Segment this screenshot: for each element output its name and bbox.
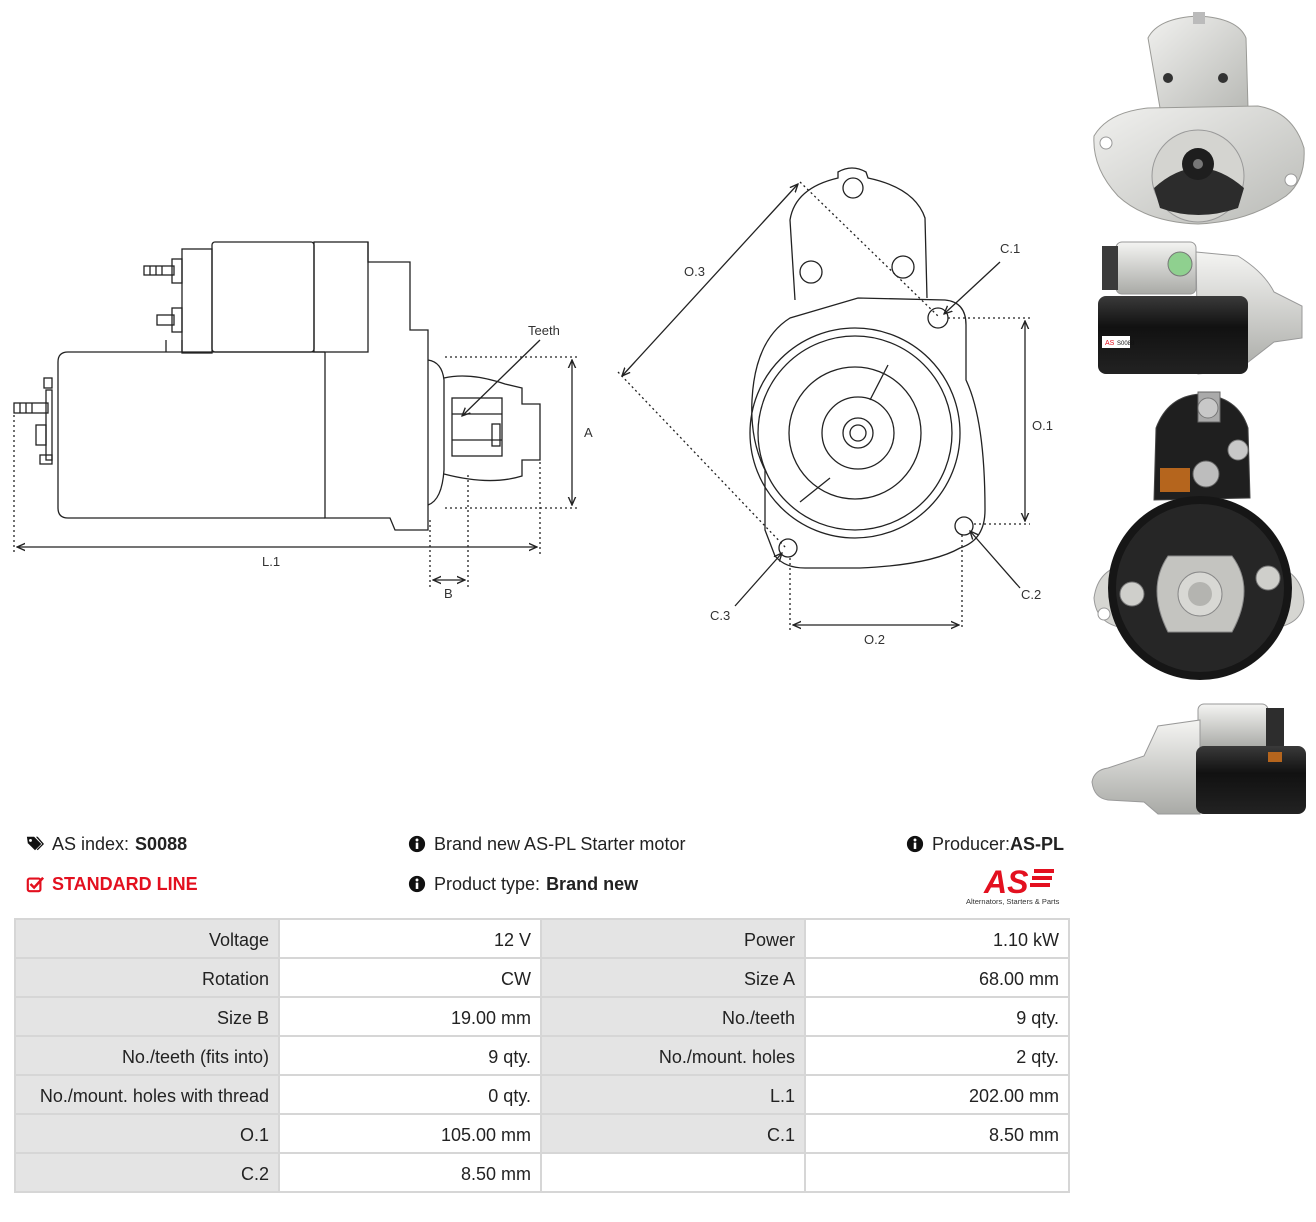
product-photo-rear[interactable] xyxy=(1088,388,1308,688)
spec-label: No./teeth xyxy=(540,996,806,1037)
table-row: O.1 105.00 mm C.1 8.50 mm xyxy=(14,1113,1070,1154)
as-logo-mark: AS xyxy=(983,864,1054,900)
info-icon xyxy=(906,835,924,853)
product-type: Product type: Brand new xyxy=(408,873,638,895)
spec-value: 68.00 mm xyxy=(804,957,1070,998)
product-photo-front[interactable] xyxy=(1088,8,1308,228)
spec-value xyxy=(804,1152,1070,1193)
product-photo-side[interactable]: AS S0088 xyxy=(1088,232,1308,382)
product-line-text: STANDARD LINE xyxy=(52,874,198,894)
spec-value: 0 qty. xyxy=(278,1074,542,1115)
logo-text: AS xyxy=(983,864,1029,898)
spec-value: 1.10 kW xyxy=(804,918,1070,959)
spec-label: Rotation xyxy=(14,957,280,998)
producer-label: Producer: xyxy=(932,834,1011,854)
dim-c1-label: C.1 xyxy=(1000,241,1020,256)
spec-label: Size B xyxy=(14,996,280,1037)
table-row: No./mount. holes with thread 0 qty. L.1 … xyxy=(14,1074,1070,1115)
side-view xyxy=(13,241,580,588)
spec-table: Voltage 12 V Power 1.10 kW Rotation CW S… xyxy=(14,918,1070,1193)
as-index-value: S0088 xyxy=(135,834,188,854)
dim-o2-label: O.2 xyxy=(864,632,885,647)
spec-label: C.2 xyxy=(14,1152,280,1193)
spec-value: CW xyxy=(278,957,542,998)
product-photo-left[interactable] xyxy=(1088,696,1308,820)
photo-label-code: S0088 xyxy=(1117,341,1135,347)
spec-label: Power xyxy=(540,918,806,959)
spec-label: No./mount. holes xyxy=(540,1035,806,1076)
teeth-label: Teeth xyxy=(528,323,560,338)
table-row: Voltage 12 V Power 1.10 kW xyxy=(14,918,1070,959)
spec-value: 9 qty. xyxy=(278,1035,542,1076)
product-description: Brand new AS-PL Starter motor xyxy=(408,833,685,855)
spec-label: Voltage xyxy=(14,918,280,959)
dim-o3-label: O.3 xyxy=(684,264,705,279)
dim-l1-label: L.1 xyxy=(262,554,280,569)
spec-label: Size A xyxy=(540,957,806,998)
dim-b-label: B xyxy=(444,586,453,601)
product-type-value: Brand new xyxy=(546,874,639,894)
front-view xyxy=(617,167,1030,630)
product-type-label: Product type: xyxy=(434,874,541,894)
tags-icon xyxy=(26,836,44,851)
table-row: Rotation CW Size A 68.00 mm xyxy=(14,957,1070,998)
table-row: No./teeth (fits into) 9 qty. No./mount. … xyxy=(14,1035,1070,1076)
spec-value: 12 V xyxy=(278,918,542,959)
technical-drawing: Teeth A L.1 B xyxy=(13,167,1053,647)
spec-value: 19.00 mm xyxy=(278,996,542,1037)
dim-c3-label: C.3 xyxy=(710,608,730,623)
as-pl-logo: AS Alternators, Starters & Parts xyxy=(958,864,1068,908)
as-index-label: AS index: xyxy=(52,834,130,854)
checkbox-icon xyxy=(26,876,44,893)
spec-label: L.1 xyxy=(540,1074,806,1115)
spec-value: 2 qty. xyxy=(804,1035,1070,1076)
spec-value: 202.00 mm xyxy=(804,1074,1070,1115)
spec-label: No./mount. holes with thread xyxy=(14,1074,280,1115)
product-description-text: Brand new AS-PL Starter motor xyxy=(434,834,686,854)
spec-value: 9 qty. xyxy=(804,996,1070,1037)
photo-label-badge: AS xyxy=(1105,340,1115,347)
info-icon xyxy=(408,875,426,893)
dim-o1-label: O.1 xyxy=(1032,418,1053,433)
spec-value: 8.50 mm xyxy=(804,1113,1070,1154)
spec-label: No./teeth (fits into) xyxy=(14,1035,280,1076)
spec-value: 105.00 mm xyxy=(278,1113,542,1154)
spec-label: C.1 xyxy=(540,1113,806,1154)
info-icon xyxy=(408,835,426,853)
table-row: C.2 8.50 mm xyxy=(14,1152,1070,1193)
dim-a-label: A xyxy=(584,425,593,440)
table-row: Size B 19.00 mm No./teeth 9 qty. xyxy=(14,996,1070,1037)
spec-value: 8.50 mm xyxy=(278,1152,542,1193)
spec-label xyxy=(540,1152,806,1193)
spec-label: O.1 xyxy=(14,1113,280,1154)
dim-c2-label: C.2 xyxy=(1021,587,1041,602)
as-index: AS index: S0088 xyxy=(26,833,187,855)
product-line: STANDARD LINE xyxy=(26,873,198,895)
producer-value: AS-PL xyxy=(1010,834,1065,854)
logo-tagline: Alternators, Starters & Parts xyxy=(966,897,1060,906)
producer: Producer: AS-PL xyxy=(906,833,1064,855)
